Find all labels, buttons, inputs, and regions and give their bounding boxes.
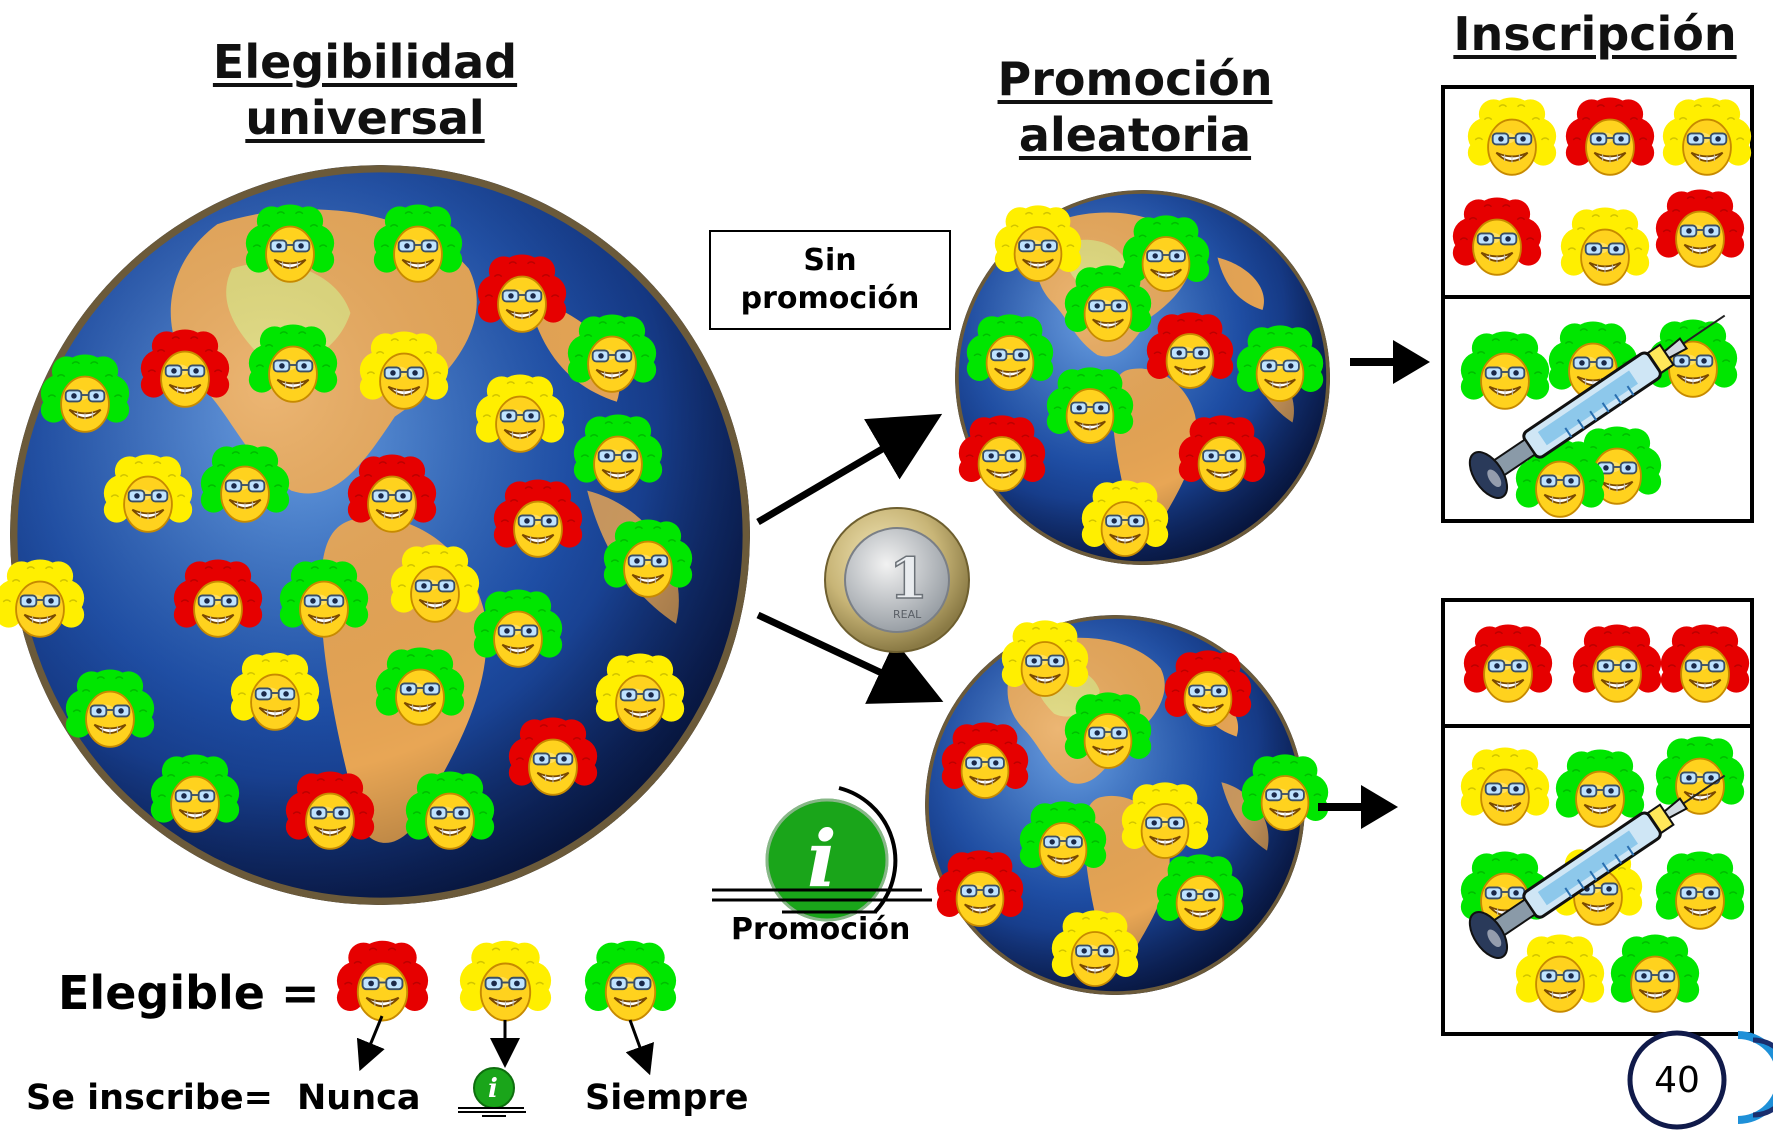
smiley-face-icon (1163, 645, 1253, 735)
smiley-face-icon (602, 514, 694, 606)
smiley-face-icon (1466, 92, 1558, 184)
smiley-face-icon (1121, 210, 1211, 300)
smiley-face-icon (1235, 320, 1325, 410)
smiley-face-icon (474, 369, 566, 461)
smiley-face-icon (583, 935, 678, 1030)
smiley-face-icon (404, 766, 496, 858)
slide-number-badge (1627, 1030, 1773, 1130)
smiley-face-icon (1462, 619, 1554, 711)
title-eligibility: Elegibilidad universal (150, 38, 580, 142)
smiley-face-icon (476, 249, 568, 341)
smiley-face-icon (1018, 796, 1108, 886)
smiley-face-icon (1063, 260, 1153, 350)
smiley-face-icon (374, 642, 466, 734)
info-icon: i (458, 1067, 526, 1117)
smiley-face-icon (472, 584, 564, 676)
never-label: Nunca (297, 1078, 421, 1118)
arrow-icon (356, 1015, 385, 1072)
title-eligibility-line1: Elegibilidad (212, 35, 518, 89)
smiley-face-icon (1155, 849, 1245, 939)
title-eligibility-line2: universal (245, 91, 485, 145)
title-enrollment: Inscripción (1453, 7, 1737, 61)
smiley-face-icon (1145, 307, 1235, 397)
always-label: Siempre (585, 1078, 749, 1118)
title-promotion-line1: Promoción (997, 52, 1273, 106)
enrolls-label: Se inscribe= (26, 1078, 273, 1118)
slide-number: 40 (1654, 1060, 1700, 1101)
smiley-face-icon (102, 449, 194, 541)
smiley-face-icon (0, 554, 86, 646)
smiley-face-icon (335, 935, 430, 1030)
smiley-face-icon (566, 309, 658, 401)
smiley-face-icon (139, 324, 231, 416)
smiley-face-icon (1659, 619, 1751, 711)
smiley-face-icon (1571, 619, 1663, 711)
smiley-face-icon (199, 439, 291, 531)
smiley-face-icon (284, 766, 376, 858)
smiley-face-icon (1000, 615, 1090, 705)
smiley-face-icon (372, 199, 464, 291)
smiley-face-icon (172, 554, 264, 646)
smiley-face-icon (458, 935, 553, 1030)
smiley-face-icon (358, 326, 450, 418)
title-promotion: Promoción aleatoria (925, 55, 1345, 159)
smiley-face-icon (1661, 92, 1753, 184)
smiley-face-icon (1045, 362, 1135, 452)
smiley-face-icon (1559, 202, 1651, 294)
svg-text:i: i (488, 1074, 498, 1104)
smiley-face-icon (1063, 687, 1153, 777)
svg-text:1: 1 (889, 546, 928, 612)
smiley-face-icon (492, 474, 584, 566)
arrow-icon (756, 611, 944, 704)
arrow-icon (756, 413, 943, 526)
smiley-face-icon (229, 647, 321, 739)
title-promotion-line2: aleatoria (1018, 108, 1252, 162)
svg-text:REAL: REAL (893, 608, 922, 621)
coin-icon: 1 REAL (824, 507, 970, 653)
smiley-face-icon (993, 200, 1083, 290)
smiley-face-icon (940, 717, 1030, 807)
smiley-face-icon (1451, 192, 1543, 284)
info-icon: i (712, 786, 932, 922)
smiley-face-icon (1177, 410, 1267, 500)
smiley-face-icon (935, 845, 1025, 935)
smiley-face-icon (594, 648, 686, 740)
promotion-label: Promoción (731, 912, 911, 947)
smiley-face-icon (1080, 475, 1170, 565)
arrow-icon (625, 1019, 654, 1076)
smiley-face-icon (244, 199, 336, 291)
smiley-face-icon (1240, 749, 1330, 839)
smiley-face-icon (346, 449, 438, 541)
smiley-face-icon (1120, 777, 1210, 867)
smiley-face-icon (149, 749, 241, 841)
smiley-face-icon (39, 349, 131, 441)
smiley-face-icon (389, 539, 481, 631)
smiley-face-icon (957, 410, 1047, 500)
smiley-face-icon (965, 309, 1055, 399)
arrow-icon (1350, 340, 1430, 384)
smiley-face-icon (1564, 92, 1656, 184)
smiley-face-icon (1654, 184, 1746, 276)
eligible-label: Elegible = (58, 966, 320, 1020)
smiley-face-icon (1050, 905, 1140, 995)
smiley-face-icon (247, 319, 339, 411)
arrow-icon (1318, 785, 1398, 829)
smiley-face-icon (64, 664, 156, 756)
smiley-face-icon (278, 554, 370, 646)
box-divider (1445, 724, 1750, 728)
smiley-face-icon (507, 712, 599, 804)
smiley-face-icon (572, 409, 664, 501)
